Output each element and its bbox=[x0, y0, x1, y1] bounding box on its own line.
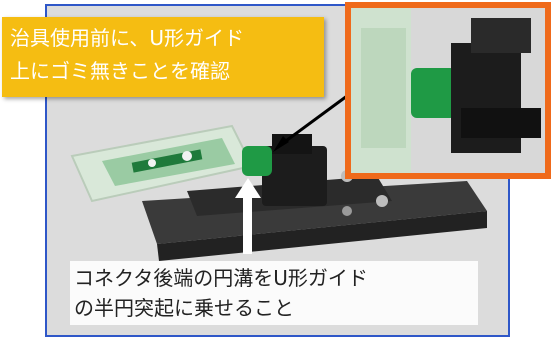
cleanliness-callout-line2: 上にゴミ無きことを確認 bbox=[10, 59, 230, 83]
cleanliness-callout-line1: 治具使用前に、U形ガイド bbox=[10, 26, 245, 50]
green-ferrule bbox=[242, 146, 272, 176]
zoom-inset bbox=[345, 2, 551, 179]
cleanliness-callout: 治具使用前に、U形ガイド 上にゴミ無きことを確認 bbox=[2, 17, 324, 97]
white-arrow bbox=[243, 194, 252, 254]
inset-closeup bbox=[351, 8, 545, 173]
placement-instruction: コネクタ後端の円溝をU形ガイド の半円突起に乗せること bbox=[70, 261, 478, 325]
connector bbox=[70, 124, 272, 203]
placement-instruction-line2: の半円突起に乗せること bbox=[74, 296, 294, 320]
placement-instruction-line1: コネクタ後端の円溝をU形ガイド bbox=[74, 266, 368, 290]
u-guide-block bbox=[262, 146, 327, 206]
